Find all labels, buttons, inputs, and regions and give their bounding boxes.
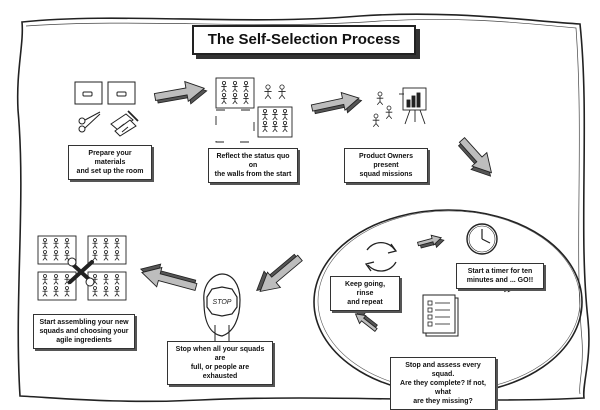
stick-person-icon <box>114 250 120 261</box>
stick-person-icon <box>103 274 109 285</box>
step-label-line: full, or people are exhausted <box>190 364 250 380</box>
stick-person-icon <box>221 92 227 105</box>
step-label-line: Product Owners present <box>358 153 414 169</box>
stick-person-icon <box>92 238 98 249</box>
stick-person-icon <box>53 238 59 249</box>
flow-arrow-step6-to-step4 <box>416 234 445 249</box>
stick-person-icon <box>262 120 268 133</box>
sketch-border <box>16 13 590 403</box>
step-label-line: Keep going, rinse <box>344 281 386 297</box>
step-label-line: Prepare your materials <box>88 150 132 166</box>
step-label-line: squads and choosing your <box>39 328 129 335</box>
stop-sign-text: STOP <box>213 299 232 306</box>
step-label-8: Start assembling your new squads and choo… <box>33 314 135 349</box>
step-label-line: squad missions <box>359 171 413 178</box>
step-label-line: Are they complete? If not, what <box>400 380 486 396</box>
stick-person-icon <box>372 113 380 128</box>
step-label-line: and repeat <box>347 299 383 306</box>
step-label-line: Stop when all your squads are <box>175 346 265 362</box>
stick-person-icon <box>42 274 48 285</box>
timer-clock-icon <box>466 223 498 255</box>
new-squads-icon <box>37 235 127 301</box>
stick-person-icon <box>232 80 238 93</box>
stick-person-icon <box>282 120 288 133</box>
step-label-line: Stop and assess every squad. <box>405 362 481 378</box>
step-label-6: Keep going, rinse and repeat <box>330 276 400 311</box>
flow-arrow-step5-to-step6 <box>354 309 378 333</box>
stick-person-icon <box>272 120 278 133</box>
materials-icon <box>74 81 139 137</box>
stick-person-icon <box>243 92 249 105</box>
step-label-line: Reflect the status quo on <box>216 153 290 169</box>
stick-person-icon <box>64 238 70 249</box>
stick-person-icon <box>114 238 120 249</box>
stick-person-icon <box>53 286 59 297</box>
step-label-line: agile ingredients <box>56 337 112 344</box>
step-label-line: Start a timer for ten <box>467 268 533 275</box>
flow-arrow-loop-to-stop <box>256 253 303 293</box>
stick-person-icon <box>376 91 384 106</box>
stick-person-icon <box>64 250 70 261</box>
wrench-icon <box>67 257 95 287</box>
step-label-line: and set up the room <box>76 168 144 175</box>
stick-person-icon <box>92 250 98 261</box>
stick-person-icon <box>221 80 227 93</box>
stop-sign-icon <box>203 273 241 342</box>
step-label-line: Start assembling your new <box>39 319 129 326</box>
stick-person-icon <box>64 274 70 285</box>
diagram-title: The Self-Selection Process <box>192 25 416 55</box>
stick-person-icon <box>243 80 249 93</box>
stick-person-icon <box>42 250 48 261</box>
stick-person-icon <box>278 84 286 100</box>
step-label-3: Product Owners present squad missions <box>344 148 428 183</box>
stick-person-icon <box>53 274 59 285</box>
stick-person-icon <box>64 286 70 297</box>
stick-person-icon <box>262 108 268 121</box>
cycle-arrows-icon <box>364 241 398 272</box>
step-label-5: Stop and assess every squad. Are they com… <box>390 357 496 410</box>
product-owners-icon <box>399 87 427 125</box>
flow-arrow-step2-to-step3 <box>310 91 363 115</box>
checklist-icon <box>422 294 459 337</box>
stick-person-icon <box>92 274 98 285</box>
stick-person-icon <box>385 105 393 120</box>
stick-person-icon <box>114 274 120 285</box>
step-label-4: Start a timer for ten minutes and ... GO!… <box>456 263 544 289</box>
step-label-line: the walls from the start <box>214 171 292 178</box>
stick-person-icon <box>114 286 120 297</box>
flow-arrow-step1-to-step2 <box>153 80 208 105</box>
stick-person-icon <box>42 286 48 297</box>
flow-arrow-stop-to-assemble <box>139 263 198 291</box>
step-label-line: minutes and ... GO!! <box>466 277 534 284</box>
stick-person-icon <box>103 250 109 261</box>
step-label-7: Stop when all your squads are full, or pe… <box>167 341 273 385</box>
stick-person-icon <box>53 250 59 261</box>
stick-person-icon <box>103 238 109 249</box>
stick-person-icon <box>272 108 278 121</box>
flow-arrow-step3-to-step4 <box>457 137 493 177</box>
stick-person-icon <box>264 84 272 100</box>
step-label-line: are they missing? <box>413 398 473 405</box>
status-quo-icon <box>215 77 293 143</box>
stick-person-icon <box>92 286 98 297</box>
sketch-border-inner <box>25 19 583 395</box>
stick-person-icon <box>232 92 238 105</box>
stick-person-icon <box>282 108 288 121</box>
stick-person-icon <box>103 286 109 297</box>
stick-person-icon <box>42 238 48 249</box>
step-label-2: Reflect the status quo on the walls from … <box>208 148 298 183</box>
step-label-1: Prepare your materials and set up the roo… <box>68 145 152 180</box>
